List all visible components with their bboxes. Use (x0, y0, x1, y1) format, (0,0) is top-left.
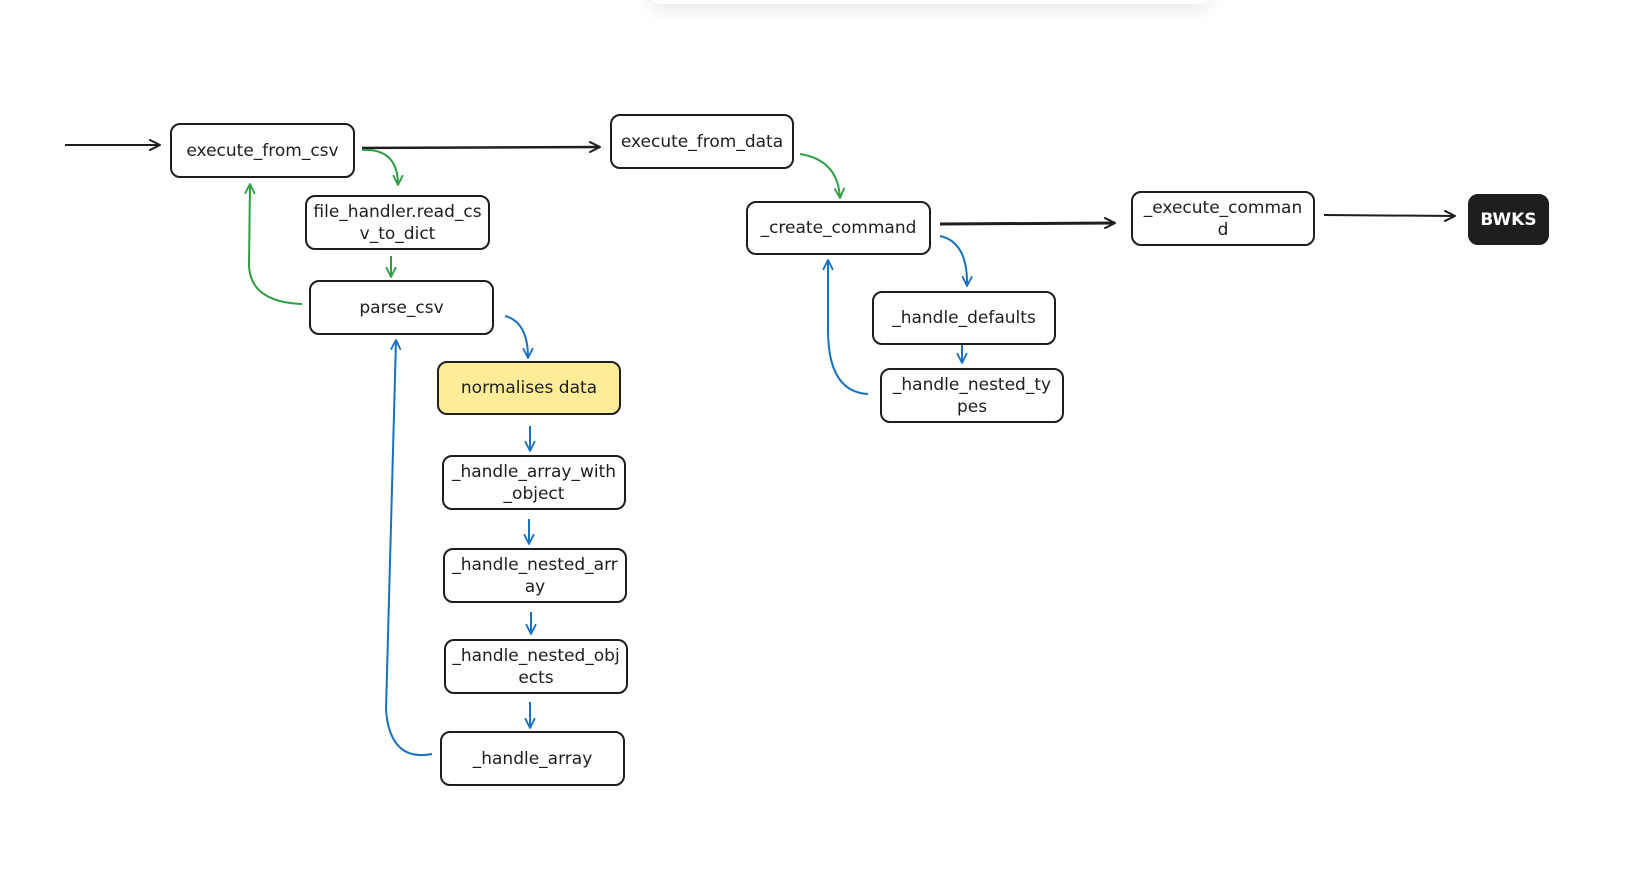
node-execute-from-data[interactable]: execute_from_data (610, 114, 794, 169)
node-normalises-data[interactable]: normalises data (437, 361, 621, 415)
node-handle-nested-array[interactable]: _handle_nested_array (443, 548, 627, 603)
node-execute-command[interactable]: _execute_command (1131, 191, 1315, 246)
edge-execute-from-data-to-create-command (799, 153, 846, 199)
node-handle-nested-types[interactable]: _handle_nested_types (880, 368, 1064, 423)
edge-execute-command-to-bwks (1323, 209, 1456, 222)
edge-parse-csv-to-normalise (504, 315, 534, 359)
node-file-handler-read-csv-to-dict[interactable]: file_handler.read_csv_to_dict (305, 195, 490, 250)
node-bwks[interactable]: BWKS (1468, 194, 1549, 245)
node-handle-defaults[interactable]: _handle_defaults (872, 291, 1056, 345)
edge-create-command-to-execute-command (939, 217, 1116, 230)
node-handle-nested-objects[interactable]: _handle_nested_objects (444, 639, 628, 694)
edge-nested-types-to-create-command (822, 259, 869, 395)
node-handle-array[interactable]: _handle_array (440, 731, 625, 786)
node-parse-csv[interactable]: parse_csv (309, 280, 494, 335)
edge-execute-from-csv-to-execute-from-data (361, 141, 601, 154)
toolbar-shadow (650, 0, 1210, 4)
edge-parse-csv-to-execute-from-csv (244, 183, 303, 305)
node-create-command[interactable]: _create_command (746, 201, 931, 255)
edge-execute-from-csv-to-file-handler (361, 148, 404, 186)
node-execute-from-csv[interactable]: execute_from_csv (170, 123, 355, 178)
edge-create-command-to-handle-defaults (939, 235, 973, 287)
edge-handle-array-to-parse-csv (384, 339, 433, 756)
node-handle-array-with-object[interactable]: _handle_array_with_object (442, 455, 626, 510)
